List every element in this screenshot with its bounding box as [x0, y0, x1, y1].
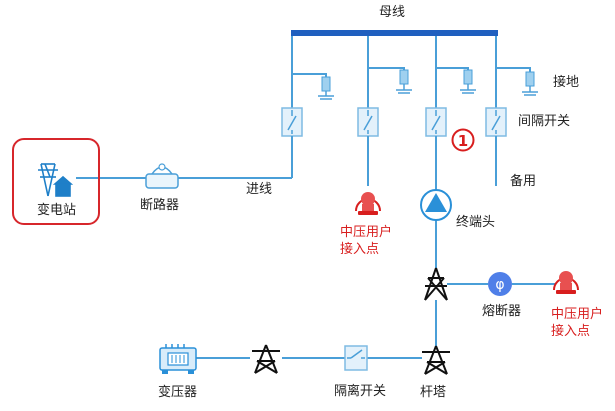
- switch-icon: [281, 107, 303, 137]
- transformer-label: 变压器: [158, 385, 198, 400]
- substation-highlight: [12, 138, 100, 225]
- fuse-glyph: φ: [495, 277, 504, 293]
- ground-icon: [318, 76, 334, 100]
- bay-switch-label: 间隔开关: [518, 114, 571, 129]
- bay-droppers: [291, 36, 497, 108]
- user-access-point-icon: [355, 192, 381, 215]
- busbar: [291, 30, 498, 36]
- tower-label: 杆塔: [420, 385, 447, 400]
- svg-text:1: 1: [458, 132, 468, 150]
- incoming-label: 进线: [246, 182, 273, 197]
- tower-icon: [424, 267, 448, 301]
- isolator-label: 隔离开关: [334, 384, 387, 399]
- terminal-label: 终端头: [456, 215, 496, 230]
- tower-icon: [422, 345, 450, 375]
- switch-icon: [425, 107, 447, 137]
- substation-icon: [38, 163, 74, 197]
- mv-user-2-label-line1: 中压用户: [551, 307, 604, 322]
- ground-label: 接地: [553, 75, 580, 90]
- ground-icon: [522, 71, 538, 96]
- mv-user-2-label-line2: 接入点: [551, 324, 591, 339]
- breaker-label: 断路器: [140, 198, 180, 213]
- marker-1: 1: [451, 128, 475, 152]
- mv-user-1-label-line2: 接入点: [340, 242, 380, 257]
- substation-label: 变电站: [37, 203, 77, 218]
- mv-user-1-label-line1: 中压用户: [340, 225, 393, 240]
- cable-terminal-icon: [420, 189, 452, 221]
- ground-icon: [396, 69, 412, 94]
- spare-label: 备用: [510, 174, 537, 189]
- user-access-point-icon: [553, 271, 579, 294]
- tower-icon: [252, 344, 280, 374]
- breaker-icon: [145, 163, 179, 189]
- switch-icon: [357, 107, 379, 137]
- fuse-label: 熔断器: [482, 304, 522, 319]
- transformer-icon: [159, 344, 197, 374]
- isolator-switch-icon: [344, 345, 368, 371]
- feeder-lines: [76, 136, 556, 359]
- fuse-icon: φ: [488, 272, 512, 296]
- switch-icon: [485, 107, 507, 137]
- busbar-label: 母线: [379, 5, 406, 20]
- ground-icon: [460, 69, 476, 94]
